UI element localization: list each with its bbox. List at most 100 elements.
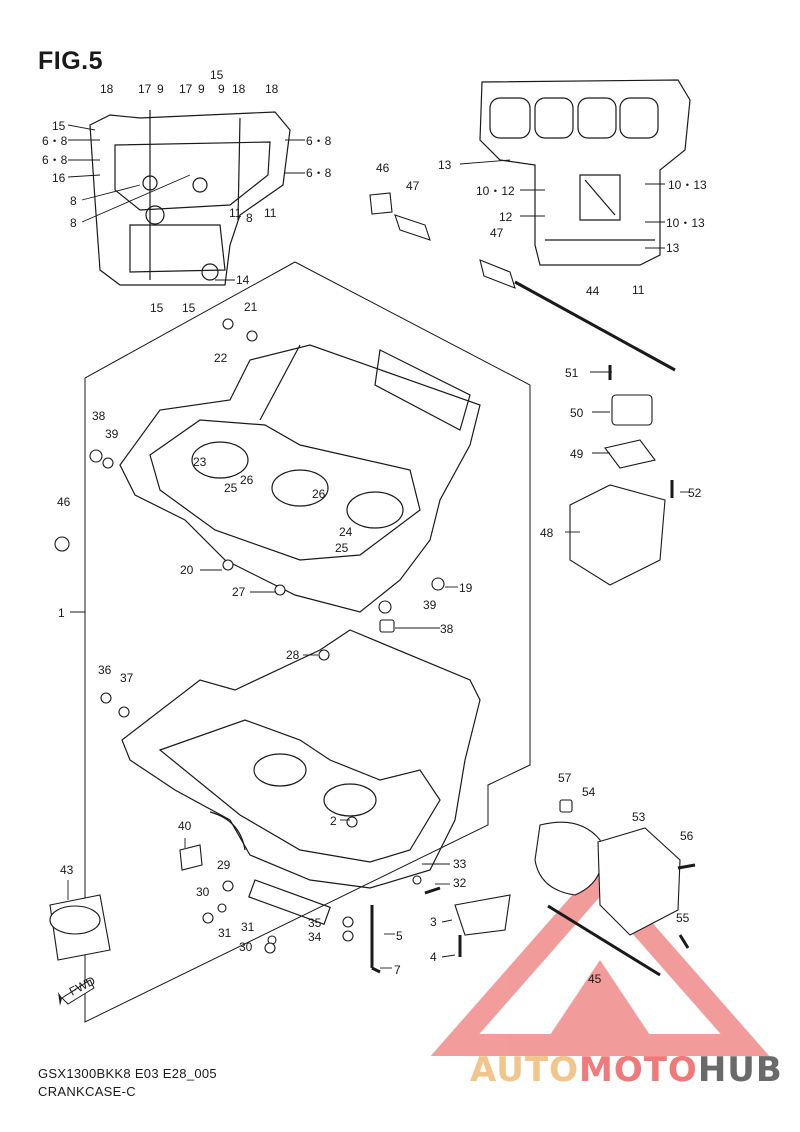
- watermark-triangle-icon: [430, 863, 770, 1056]
- figure-title: FIG.5: [38, 47, 104, 75]
- callout-21: 21: [244, 300, 258, 314]
- part-47-top: [394, 214, 431, 241]
- callout-11: 11: [264, 206, 277, 220]
- part-46-left: [54, 536, 70, 552]
- callout-15: 15: [182, 301, 196, 315]
- callout-4: 4: [430, 950, 437, 964]
- callout-16: 16: [52, 171, 66, 185]
- part-55-bolt: [678, 934, 690, 949]
- callout-34: 34: [308, 930, 322, 944]
- part-56-bolt: [677, 863, 696, 870]
- callout-10-13: 10・13: [666, 216, 705, 230]
- part-57-dowel: [559, 799, 573, 813]
- callout-6-8: 6・8: [306, 166, 332, 180]
- callout-24: 24: [339, 525, 353, 539]
- callout-35: 35: [308, 916, 322, 930]
- part-20-plug: [222, 559, 234, 571]
- callout-38: 38: [92, 409, 106, 423]
- part-33-washer: [412, 875, 422, 885]
- callout-8: 8: [70, 216, 77, 230]
- callout-31: 31: [218, 926, 232, 940]
- upper-case-underside: [89, 110, 291, 286]
- callout-49: 49: [570, 447, 584, 461]
- part-28-dowel: [318, 649, 330, 661]
- part-45-stud: [547, 904, 661, 977]
- part-37-washer: [118, 706, 130, 718]
- callout-55: 55: [676, 911, 690, 925]
- callout-17: 17: [138, 82, 152, 96]
- callout-18: 18: [100, 82, 114, 96]
- callout-6-8: 6・8: [42, 134, 68, 148]
- callout-52: 52: [688, 486, 702, 500]
- watermark-part2: MOTO: [578, 1050, 698, 1090]
- part-50-cap: [611, 394, 653, 426]
- callout-11: 11: [632, 283, 645, 297]
- callout-57: 57: [558, 771, 572, 785]
- callout-28: 28: [286, 648, 300, 662]
- callout-17: 17: [179, 82, 193, 96]
- fwd-arrow-icon: FWD: [58, 973, 98, 1006]
- part-38-plug: [379, 619, 395, 633]
- callout-8: 8: [70, 194, 77, 208]
- callout-3: 3: [430, 915, 437, 929]
- part-34-plug: [342, 930, 354, 942]
- callout-11: 11: [229, 206, 242, 220]
- callout-8: 8: [246, 211, 253, 225]
- callout-9: 9: [157, 82, 164, 96]
- part-53-cover: [597, 827, 681, 936]
- callout-22: 22: [214, 351, 228, 365]
- part-47-bottom: [479, 259, 516, 289]
- callout-30: 30: [239, 940, 253, 954]
- callout-9: 9: [218, 82, 225, 96]
- callout-20: 20: [180, 563, 194, 577]
- part-3-bracket: [454, 894, 511, 936]
- callout-46: 46: [376, 161, 390, 175]
- callout-13: 13: [438, 158, 452, 172]
- callout-27: 27: [232, 585, 246, 599]
- callout-44: 44: [586, 284, 600, 298]
- lower-crankcase: [121, 629, 481, 926]
- part-49-gasket: [604, 439, 656, 469]
- part-35-washer: [342, 916, 354, 928]
- leader-lines: [67, 124, 690, 969]
- callout-39: 39: [423, 598, 437, 612]
- part-19-plug: [431, 577, 445, 591]
- callout-38: 38: [440, 622, 454, 636]
- callout-19: 19: [459, 581, 473, 595]
- part-29-plug: [222, 880, 234, 892]
- part-27-plug: [274, 584, 286, 596]
- callout-33: 33: [453, 857, 467, 871]
- footer-model-code: GSX1300BKK8 E03 E28_005: [38, 1066, 217, 1081]
- callout-23: 23: [193, 455, 207, 469]
- part-44-bolt: [514, 280, 676, 372]
- callout-32: 32: [453, 876, 467, 890]
- callout-12: 12: [499, 210, 513, 224]
- part-39-right: [378, 600, 392, 614]
- part-32-bolt: [424, 886, 441, 895]
- callout-7: 7: [394, 963, 401, 977]
- callout-6-8: 6・8: [306, 134, 332, 148]
- part-39-left: [102, 457, 114, 469]
- callout-labels: 18 17 9 17 9 15 9 18 18 15 6・8 6・8 16 8 …: [42, 68, 707, 986]
- callout-47: 47: [490, 226, 504, 240]
- part-40-fitting: [179, 844, 203, 871]
- callout-45: 45: [588, 972, 602, 986]
- callout-15: 15: [210, 68, 224, 82]
- watermark-part1: AUTO: [470, 1050, 579, 1090]
- callout-43: 43: [60, 863, 74, 877]
- watermark-logo: AUTOMOTOHUB: [470, 1050, 783, 1090]
- part-7-bolt: [371, 966, 381, 974]
- callout-51: 51: [565, 366, 579, 380]
- callout-53: 53: [632, 810, 646, 824]
- callout-37: 37: [120, 671, 134, 685]
- callout-54: 54: [582, 785, 596, 799]
- small-parts: [49, 192, 696, 977]
- part-54-gasket: [534, 821, 603, 896]
- callout-10-13: 10・13: [668, 178, 707, 192]
- part-46-top: [369, 192, 393, 215]
- callout-6-8: 6・8: [42, 153, 68, 167]
- callout-50: 50: [570, 406, 584, 420]
- callout-36: 36: [98, 663, 112, 677]
- callout-13: 13: [666, 241, 680, 255]
